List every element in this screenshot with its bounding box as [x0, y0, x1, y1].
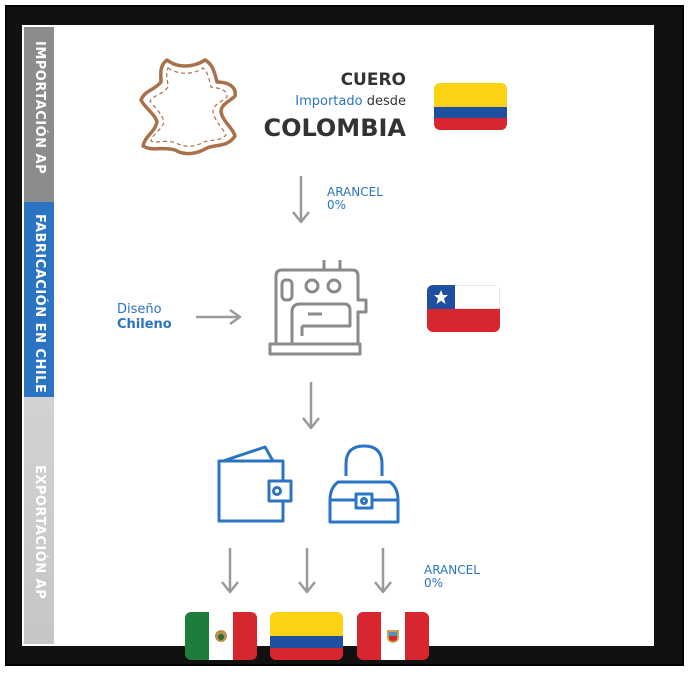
- arrow-down-icon: [298, 548, 316, 594]
- stage-label-fabrication: FABRICACIÓN EN CHILE: [32, 214, 47, 394]
- colombia-flag-destination: [270, 612, 343, 660]
- design-origin: Diseño Chileno: [117, 302, 172, 332]
- chile-flag: [427, 285, 500, 332]
- tariff-import-value: 0%: [327, 198, 347, 212]
- stage-label-import: IMPORTACIÓN AP: [32, 41, 47, 175]
- mexico-flag: [185, 612, 257, 660]
- tariff-export-label: ARANCEL: [424, 563, 480, 577]
- stage-band-fabrication: FABRICACIÓN EN CHILE: [24, 202, 54, 397]
- arrow-down-icon: [302, 382, 320, 430]
- arrow-down-icon: [374, 548, 392, 594]
- peru-flag: [357, 612, 429, 660]
- imported-word: Importado: [295, 94, 363, 109]
- infographic-card: [24, 27, 652, 644]
- stage-band-export: EXPORTACIÓN AP: [24, 397, 54, 644]
- sewing-machine-icon: [268, 260, 368, 356]
- tariff-import-label: ARANCEL: [327, 185, 383, 199]
- mexico-emblem-icon: [215, 630, 227, 642]
- leather-hide-icon: [139, 58, 237, 156]
- tariff-export-value: 0%: [424, 576, 444, 590]
- colombia-flag-origin: [434, 83, 507, 130]
- material-name: CUERO: [340, 70, 406, 90]
- stage-band-import: IMPORTACIÓN AP: [24, 27, 54, 202]
- arrow-down-icon: [292, 176, 310, 224]
- tariff-import: ARANCEL 0%: [327, 186, 383, 212]
- chile-star-icon: [434, 290, 448, 304]
- arrow-down-icon: [221, 548, 239, 594]
- imported-from-line: Importado desde: [250, 94, 406, 109]
- origin-country: COLOMBIA: [263, 114, 406, 142]
- tariff-export: ARANCEL 0%: [424, 564, 480, 590]
- arrow-right-icon: [196, 308, 242, 326]
- stage-label-export: EXPORTACIÓN AP: [32, 465, 47, 600]
- design-line-1: Diseño: [117, 302, 162, 317]
- design-line-2: Chileno: [117, 317, 172, 332]
- peru-coat-of-arms-icon: [387, 630, 399, 643]
- from-word: desde: [366, 94, 406, 109]
- wallet-icon: [217, 445, 293, 523]
- handbag-icon: [328, 444, 400, 524]
